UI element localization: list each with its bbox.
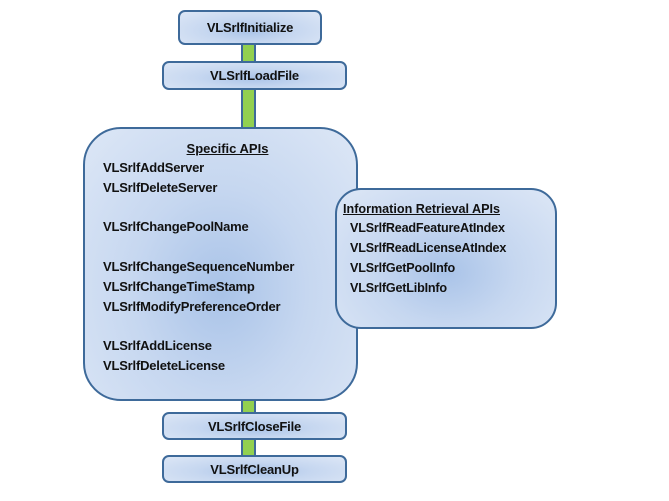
specific-apis-box: Specific APIs VLSrlfAddServer VLSrlfDele… <box>83 127 358 401</box>
api-item: VLSrlfDeleteLicense <box>103 357 225 373</box>
api-item: VLSrlfChangePoolName <box>103 219 249 235</box>
api-item: VLSrlfGetLibInfo <box>350 281 447 295</box>
step-initialize: VLSrlfInitialize <box>178 10 322 45</box>
api-item: VLSrlfReadLicenseAtIndex <box>350 241 507 255</box>
connector-load-specific <box>241 89 256 129</box>
step-load-file: VLSrlfLoadFile <box>162 61 347 90</box>
connector-specific-close <box>241 399 256 413</box>
step-load-file-label: VLSrlfLoadFile <box>210 68 299 83</box>
step-clean-up-label: VLSrlfCleanUp <box>210 461 299 477</box>
information-retrieval-apis-heading: Information Retrieval APIs <box>343 202 500 216</box>
api-item: VLSrlfAddServer <box>103 160 205 175</box>
api-item: VLSrlfGetPoolInfo <box>350 261 456 275</box>
api-item: VLSrlfDeleteServer <box>103 179 218 195</box>
step-close-file-label: VLSrlfCloseFile <box>207 418 302 434</box>
connector-init-load <box>241 44 256 62</box>
api-item: VLSrlfChangeSequenceNumber <box>103 258 295 274</box>
api-item: VLSrlfAddLicense <box>103 338 212 354</box>
step-initialize-label: VLSrlfInitialize <box>206 20 294 35</box>
api-item: VLSrlfModifyPreferenceOrder <box>103 298 281 314</box>
specific-apis-heading: Specific APIs <box>186 141 269 156</box>
api-item: VLSrlfChangeTimeStamp <box>103 278 255 294</box>
step-close-file: VLSrlfCloseFile <box>162 412 347 440</box>
connector-close-cleanup <box>241 438 256 456</box>
api-item: VLSrlfReadFeatureAtIndex <box>350 221 505 235</box>
information-retrieval-apis-box: Information Retrieval APIs VLSrlfReadFea… <box>335 188 557 329</box>
step-clean-up: VLSrlfCleanUp <box>162 455 347 483</box>
